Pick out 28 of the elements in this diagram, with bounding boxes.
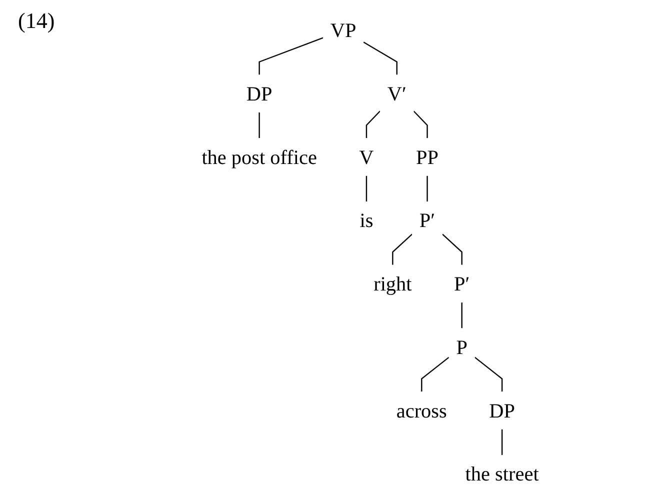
connector bbox=[426, 176, 428, 202]
node-text: V′ bbox=[387, 82, 406, 106]
connector bbox=[366, 176, 367, 202]
connector bbox=[362, 42, 398, 75]
node-text: DP bbox=[488, 398, 515, 422]
connector bbox=[501, 429, 502, 455]
node-text: P′ bbox=[419, 208, 435, 232]
node-text: PP bbox=[416, 145, 438, 168]
example-number: (14) bbox=[18, 8, 55, 34]
node-text: across bbox=[396, 398, 447, 422]
node-text: the post office bbox=[201, 145, 317, 168]
node-text: P′ bbox=[454, 272, 470, 296]
node-text: is bbox=[359, 208, 373, 232]
node-text: DP bbox=[246, 82, 272, 106]
connector bbox=[461, 302, 462, 328]
node-text: V bbox=[358, 145, 374, 168]
node-text: right bbox=[373, 272, 412, 296]
connector bbox=[420, 356, 449, 392]
connector bbox=[258, 37, 323, 75]
connector bbox=[413, 110, 428, 138]
connector bbox=[474, 356, 502, 392]
node-text: P bbox=[456, 336, 468, 359]
connector bbox=[366, 110, 380, 138]
connector bbox=[442, 234, 462, 265]
node-text: the street bbox=[465, 462, 539, 486]
node-text: VP bbox=[330, 18, 356, 42]
connector bbox=[258, 112, 260, 138]
connector bbox=[392, 234, 412, 265]
